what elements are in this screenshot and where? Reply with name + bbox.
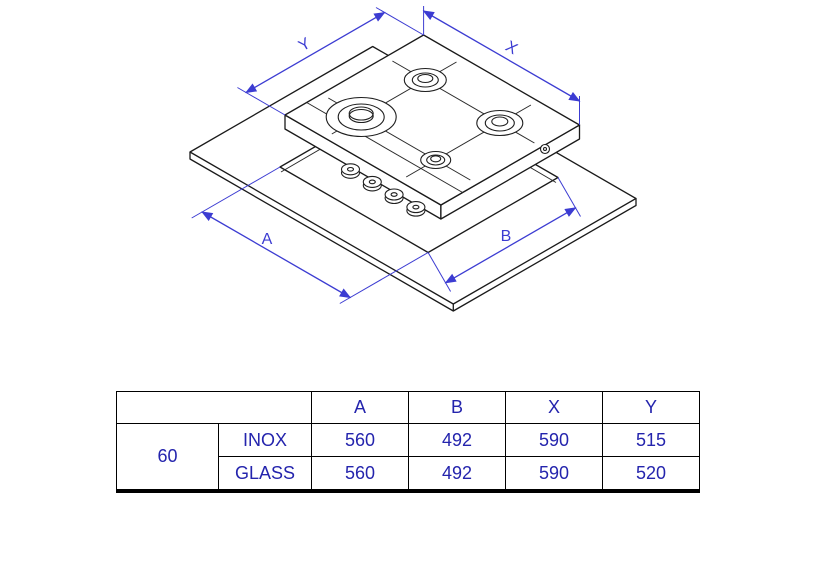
table-row: 60 INOX 560 492 590 515	[116, 423, 700, 492]
dimension-label-y: Y	[296, 35, 314, 55]
knob	[340, 163, 361, 179]
dimension-y: Y	[237, 7, 424, 116]
control-knobs	[340, 163, 426, 217]
knob	[362, 175, 382, 192]
dimension-label-b: B	[501, 228, 512, 245]
dimensions-table: A B X Y 60 INOX 560 492 590 515 GLASS 56…	[116, 391, 700, 493]
burner-cap	[491, 116, 509, 127]
burner-cap	[348, 108, 374, 124]
dimension-b-line	[444, 207, 577, 284]
dimension-y-extension	[375, 7, 424, 36]
dimension-label-a: A	[262, 231, 273, 248]
knob	[406, 201, 426, 217]
value-cell-x: 590	[505, 456, 603, 492]
header-cell-b: B	[408, 391, 506, 424]
value-cell-b: 492	[408, 423, 506, 457]
table-header-row: A B X Y	[116, 391, 700, 424]
value-cell-y: 520	[602, 456, 700, 492]
value-cell-a: 560	[311, 423, 409, 457]
countertop-edge-thickness	[189, 152, 637, 312]
dimension-a-extension	[339, 252, 429, 304]
burner-large	[325, 96, 397, 138]
dimension-a: A	[191, 166, 429, 304]
burner-cap	[430, 155, 442, 163]
dimension-b-extension	[557, 177, 581, 217]
dimension-a-extension	[191, 166, 281, 219]
knob	[384, 188, 404, 205]
burner-small	[420, 150, 452, 170]
material-cell: INOX	[218, 423, 312, 457]
dimension-x-line	[422, 10, 581, 102]
header-cell-x: X	[505, 391, 603, 424]
value-cell-x: 590	[505, 423, 603, 457]
value-cell-a: 560	[311, 456, 409, 492]
dimension-b: B	[427, 177, 581, 292]
header-cell-y: Y	[602, 391, 700, 424]
header-cell-a: A	[311, 391, 409, 424]
burner-cap	[417, 73, 434, 84]
size-group-cell: 60	[116, 423, 219, 492]
hob-installation-diagram: A B	[189, 6, 637, 312]
burner-cap-top	[348, 106, 374, 121]
dimension-label-x: X	[502, 38, 520, 58]
dimension-y-line	[245, 11, 386, 94]
value-cell-b: 492	[408, 456, 506, 492]
dimension-a-line	[201, 211, 352, 299]
dimension-b-extension	[427, 252, 452, 292]
burner-right	[476, 109, 524, 137]
fixing-screw	[539, 143, 551, 155]
table-row: GLASS 560 492 590 520	[117, 456, 700, 492]
material-cell: GLASS	[218, 456, 312, 492]
header-cell-blank	[116, 391, 312, 424]
value-cell-y: 515	[602, 423, 700, 457]
burner-rear	[403, 67, 447, 93]
